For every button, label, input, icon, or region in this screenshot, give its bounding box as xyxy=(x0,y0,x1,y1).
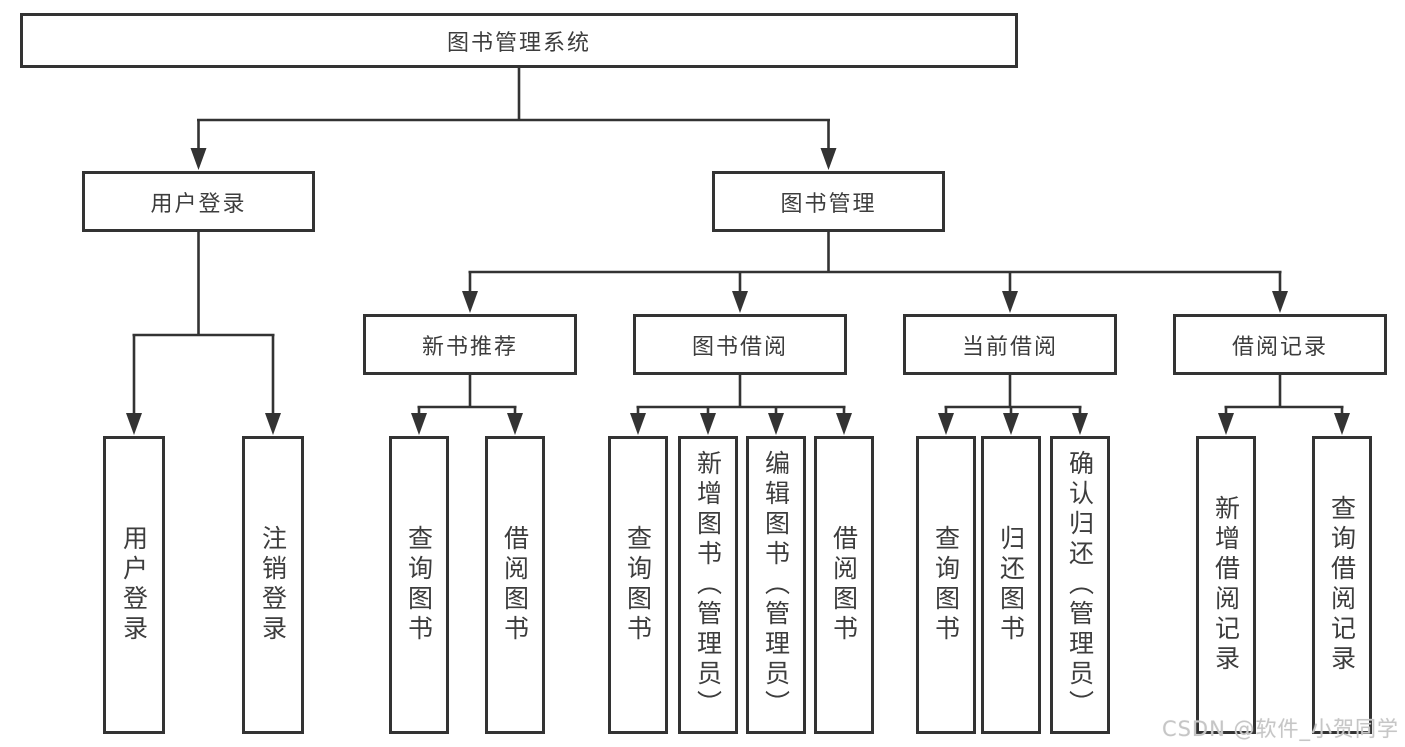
node-label: 用户登录 xyxy=(150,191,247,217)
leaf-label: 查询图书 xyxy=(404,525,434,645)
leaf-label: 借阅图书 xyxy=(829,525,859,645)
leaf-borrow-books-recommend: 借阅图书 xyxy=(485,436,545,734)
leaf-label: 确认归还（管理员） xyxy=(1065,450,1095,720)
leaf-add-books-admin: 新增图书（管理员） xyxy=(678,436,738,734)
leaf-edit-books-admin: 编辑图书（管理员） xyxy=(746,436,806,734)
leaf-query-borrow-record: 查询借阅记录 xyxy=(1312,436,1372,734)
node-user-login: 用户登录 xyxy=(82,171,315,232)
leaf-query-books-recommend: 查询图书 xyxy=(389,436,449,734)
node-library-management-system: 图书管理系统 xyxy=(20,13,1018,68)
node-label: 借阅记录 xyxy=(1231,334,1328,360)
leaf-label: 新增借阅记录 xyxy=(1211,495,1241,675)
node-book-management: 图书管理 xyxy=(712,171,945,232)
leaf-label: 归还图书 xyxy=(996,525,1026,645)
csdn-watermark: CSDN @软件_小贺同学 xyxy=(1161,717,1399,741)
node-current-borrowing: 当前借阅 xyxy=(903,314,1117,375)
leaf-label: 查询图书 xyxy=(623,525,653,645)
node-label: 图书借阅 xyxy=(691,334,788,360)
node-book-borrowing: 图书借阅 xyxy=(633,314,847,375)
node-borrowing-records: 借阅记录 xyxy=(1173,314,1387,375)
node-label: 新书推荐 xyxy=(421,334,518,360)
leaf-borrow-books: 借阅图书 xyxy=(814,436,874,734)
leaf-label: 编辑图书（管理员） xyxy=(761,450,791,720)
leaf-user-login: 用户登录 xyxy=(103,436,165,734)
leaf-label: 注销登录 xyxy=(258,525,288,645)
node-new-book-recommend: 新书推荐 xyxy=(363,314,577,375)
leaf-query-books-borrowing: 查询图书 xyxy=(608,436,668,734)
node-label: 图书管理 xyxy=(780,191,877,217)
leaf-return-books: 归还图书 xyxy=(981,436,1041,734)
leaf-confirm-return-admin: 确认归还（管理员） xyxy=(1050,436,1110,734)
leaf-add-borrow-record: 新增借阅记录 xyxy=(1196,436,1256,734)
node-label: 当前借阅 xyxy=(961,334,1058,360)
leaf-label: 借阅图书 xyxy=(500,525,530,645)
leaf-logout: 注销登录 xyxy=(242,436,304,734)
leaf-label: 查询图书 xyxy=(931,525,961,645)
leaf-query-books-current: 查询图书 xyxy=(916,436,976,734)
leaf-label: 用户登录 xyxy=(119,525,149,645)
node-label: 图书管理系统 xyxy=(446,30,591,56)
leaf-label: 查询借阅记录 xyxy=(1327,495,1357,675)
leaf-label: 新增图书（管理员） xyxy=(693,450,723,720)
